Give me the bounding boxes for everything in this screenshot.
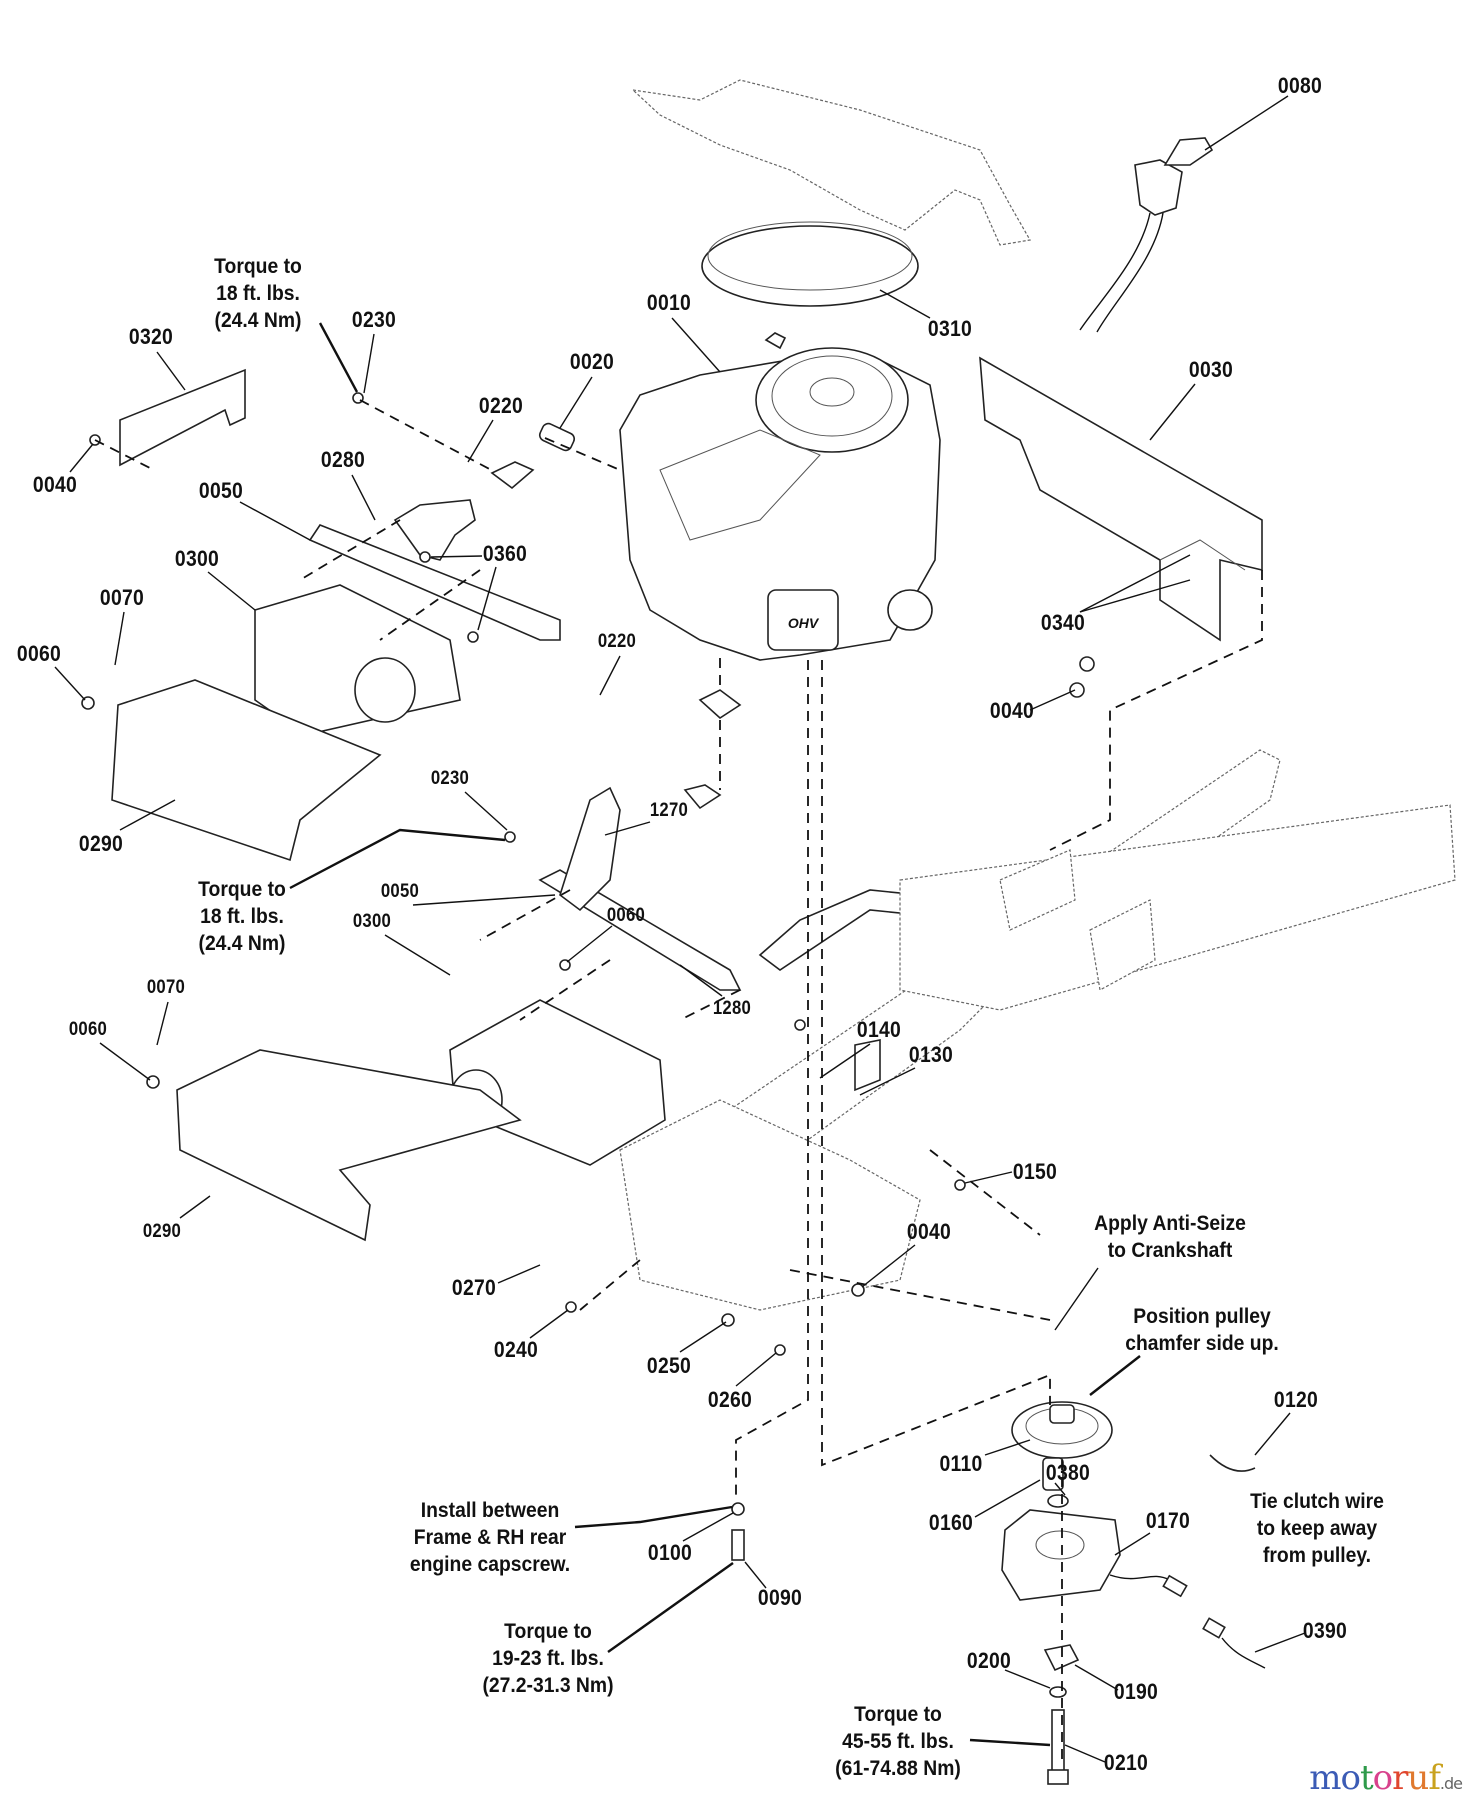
part-label-0260[interactable]: 0260 — [707, 1387, 753, 1412]
part-label-0190[interactable]: 0190 — [1113, 1679, 1159, 1704]
part-label-0290[interactable]: 0290 — [78, 831, 124, 856]
part-label-0170[interactable]: 0170 — [1145, 1508, 1191, 1533]
part-label-0130[interactable]: 0130 — [908, 1042, 954, 1067]
part-label-0210[interactable]: 0210 — [1103, 1750, 1149, 1775]
part-label-0270[interactable]: 0270 — [451, 1275, 497, 1300]
watermark-letter: r — [1392, 1758, 1408, 1798]
watermark-logo: motoruf.de — [1309, 1758, 1463, 1798]
part-label-0060[interactable]: 0060 — [606, 905, 646, 926]
part-label-0320[interactable]: 0320 — [128, 324, 174, 349]
part-label-0290[interactable]: 0290 — [142, 1221, 182, 1242]
part-label-0050[interactable]: 0050 — [380, 881, 420, 902]
part-label-0120[interactable]: 0120 — [1273, 1387, 1319, 1412]
part-label-0050[interactable]: 0050 — [198, 478, 244, 503]
part-label-0150[interactable]: 0150 — [1012, 1159, 1058, 1184]
leader-lines — [54, 95, 1306, 1763]
part-label-0060[interactable]: 0060 — [16, 641, 62, 666]
watermark-suffix: .de — [1439, 1774, 1463, 1793]
watermark-letter: m — [1309, 1758, 1341, 1798]
part-label-0070[interactable]: 0070 — [146, 977, 186, 998]
part-label-1270[interactable]: 1270 — [649, 800, 689, 821]
part-label-0140[interactable]: 0140 — [856, 1017, 902, 1042]
part-label-0380[interactable]: 0380 — [1045, 1460, 1091, 1485]
heat-shield-part[interactable] — [979, 356, 1263, 642]
watermark-letter: t — [1359, 1758, 1374, 1798]
part-label-0200[interactable]: 0200 — [966, 1648, 1012, 1673]
muffler-lower-part[interactable] — [176, 784, 921, 1242]
blower-housing-part[interactable] — [631, 79, 1031, 307]
part-label-0360[interactable]: 0360 — [482, 541, 528, 566]
frame-part[interactable] — [619, 749, 1456, 1311]
part-label-0020[interactable]: 0020 — [569, 349, 615, 374]
part-label-0390[interactable]: 0390 — [1302, 1618, 1348, 1643]
part-label-0300[interactable]: 0300 — [352, 911, 392, 932]
engine-part[interactable]: OHV — [619, 332, 941, 661]
part-label-0250[interactable]: 0250 — [646, 1353, 692, 1378]
part-label-0040[interactable]: 0040 — [32, 472, 78, 497]
part-label-0110[interactable]: 0110 — [939, 1451, 983, 1476]
part-label-0310[interactable]: 0310 — [927, 316, 973, 341]
watermark-letter: o — [1372, 1758, 1394, 1798]
fuel-filter-part[interactable] — [538, 422, 576, 453]
part-label-0090[interactable]: 0090 — [757, 1585, 803, 1610]
part-label-0010[interactable]: 0010 — [646, 290, 692, 315]
watermark-text: motoruf — [1309, 1758, 1441, 1798]
part-label-0280[interactable]: 0280 — [320, 447, 366, 472]
watermark-letter: f — [1428, 1758, 1441, 1798]
part-label-0300[interactable]: 0300 — [174, 546, 220, 571]
hardware-parts[interactable] — [81, 392, 1095, 1561]
part-label-0030[interactable]: 0030 — [1188, 357, 1234, 382]
part-label-0040[interactable]: 0040 — [906, 1219, 952, 1244]
part-label-0160[interactable]: 0160 — [928, 1510, 974, 1535]
throttle-control-part[interactable] — [1079, 137, 1214, 333]
watermark-letter: o — [1340, 1758, 1362, 1798]
muffler-upper-part[interactable] — [111, 368, 561, 862]
part-label-0080[interactable]: 0080 — [1277, 73, 1323, 98]
part-label-0230[interactable]: 0230 — [351, 307, 397, 332]
part-label-0060[interactable]: 0060 — [68, 1019, 108, 1040]
watermark-letter: u — [1407, 1758, 1429, 1798]
assembly-lines — [94, 399, 1263, 1760]
part-label-0230[interactable]: 0230 — [430, 768, 470, 789]
engine-badge: OHV — [788, 615, 820, 631]
part-label-0040[interactable]: 0040 — [989, 698, 1035, 723]
part-label-0220[interactable]: 0220 — [478, 393, 524, 418]
part-label-1280[interactable]: 1280 — [712, 998, 752, 1019]
part-label-0340[interactable]: 0340 — [1040, 610, 1086, 635]
part-label-0100[interactable]: 0100 — [647, 1540, 693, 1565]
part-label-0220[interactable]: 0220 — [597, 631, 637, 652]
part-label-0240[interactable]: 0240 — [493, 1337, 539, 1362]
clutch-assembly-part[interactable] — [1001, 1401, 1266, 1785]
part-label-0070[interactable]: 0070 — [99, 585, 145, 610]
